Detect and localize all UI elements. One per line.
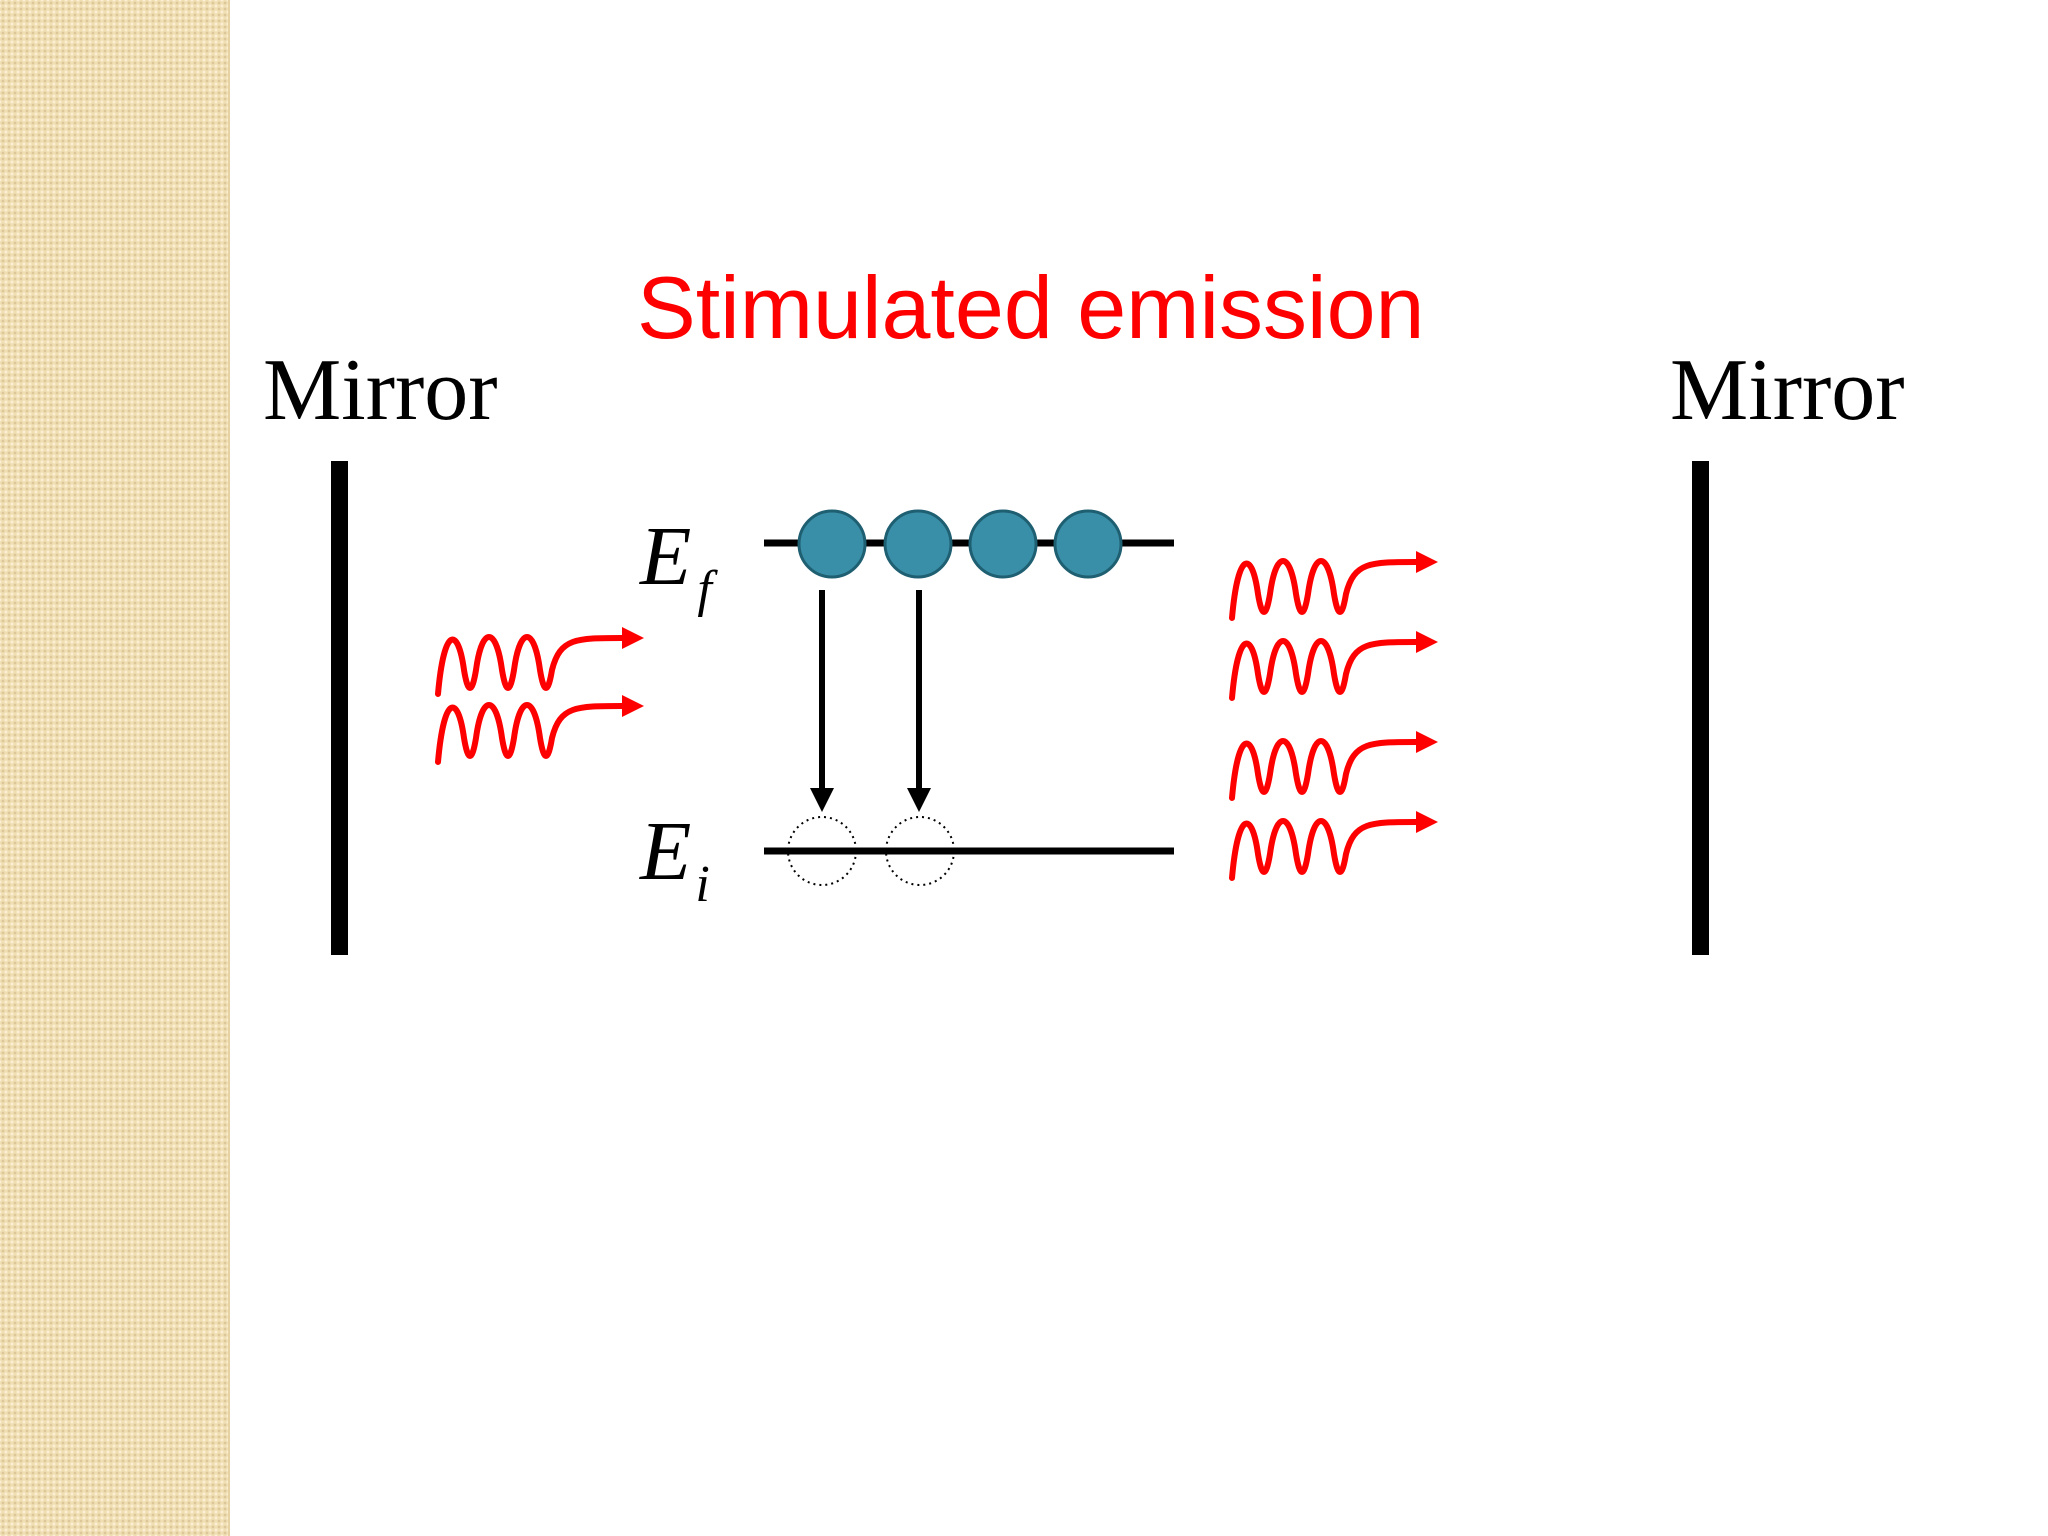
excited-atom <box>968 509 1038 579</box>
upper-energy-symbol: E <box>640 510 692 603</box>
excited-atom <box>797 509 867 579</box>
left-mirror <box>331 461 348 955</box>
excited-atom <box>883 509 953 579</box>
lower-energy-label: Ei <box>640 810 710 914</box>
right-mirror-label: Mirror <box>1670 342 1905 439</box>
diagram-title: Stimulated emission <box>637 258 1425 357</box>
left-mirror-label: Mirror <box>263 342 498 439</box>
photon-wavy-arrow-icon <box>1229 631 1438 701</box>
excited-atom <box>1053 509 1123 579</box>
vacancy-dotted-circle-icon <box>885 816 955 886</box>
side-decorative-strip <box>0 0 230 1536</box>
upper-energy-subscript: f <box>697 561 712 618</box>
photon-wavy-arrow-icon <box>1229 731 1438 801</box>
lower-energy-subscript: i <box>695 856 710 913</box>
transition-arrow <box>907 590 931 812</box>
photon-wavy-arrow-icon <box>1229 811 1438 881</box>
lower-energy-symbol: E <box>640 805 692 898</box>
right-mirror <box>1692 461 1709 955</box>
photon-wavy-arrow-icon <box>435 695 644 765</box>
transition-arrow <box>810 590 834 812</box>
photon-wavy-arrow-icon <box>435 627 644 697</box>
vacancy-dotted-circle-icon <box>787 816 857 886</box>
photon-wavy-arrow-icon <box>1229 551 1438 621</box>
